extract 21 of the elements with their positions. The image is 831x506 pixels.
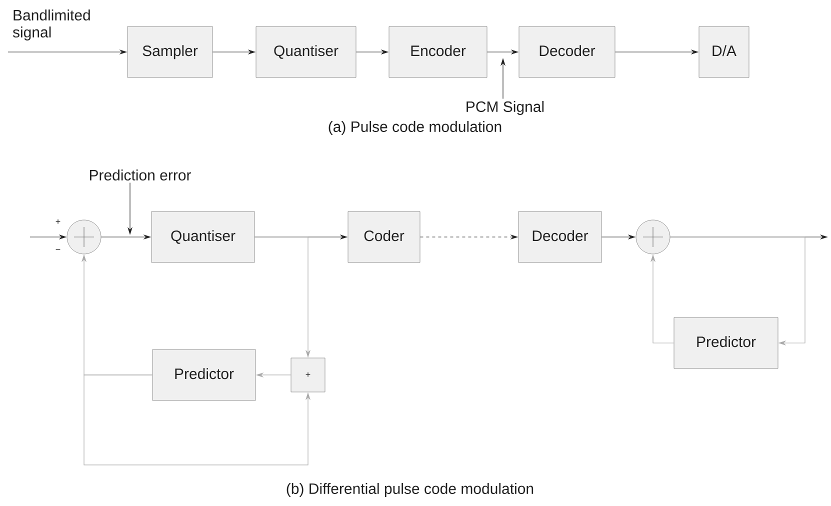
caption: (b) Differential pulse code modulation [286, 483, 534, 497]
block-box: Decoder [518, 211, 602, 263]
block-box: Quantiser [151, 211, 255, 263]
summing-junction: + [290, 358, 326, 392]
signal-label: PCM Signal [466, 101, 544, 115]
block-box: Sampler [127, 26, 213, 78]
summing-junction [66, 220, 102, 254]
block-box: Quantiser [256, 26, 356, 78]
block-box: Predictor [152, 349, 256, 401]
block-box: Predictor [674, 317, 778, 369]
edge-label: Bandlimited signal [12, 10, 90, 40]
summing-junction [636, 220, 670, 254]
block-box: D/A [698, 26, 750, 78]
sign-label: − [56, 249, 60, 250]
sign-label: + [56, 219, 60, 224]
block-box: Decoder [518, 26, 616, 78]
signal-label: Prediction error [90, 169, 191, 180]
block-box: Coder [348, 211, 420, 263]
block-box: Encoder [388, 26, 488, 78]
arrow [670, 236, 806, 346]
caption: (a) Pulse code modulation [328, 121, 502, 135]
